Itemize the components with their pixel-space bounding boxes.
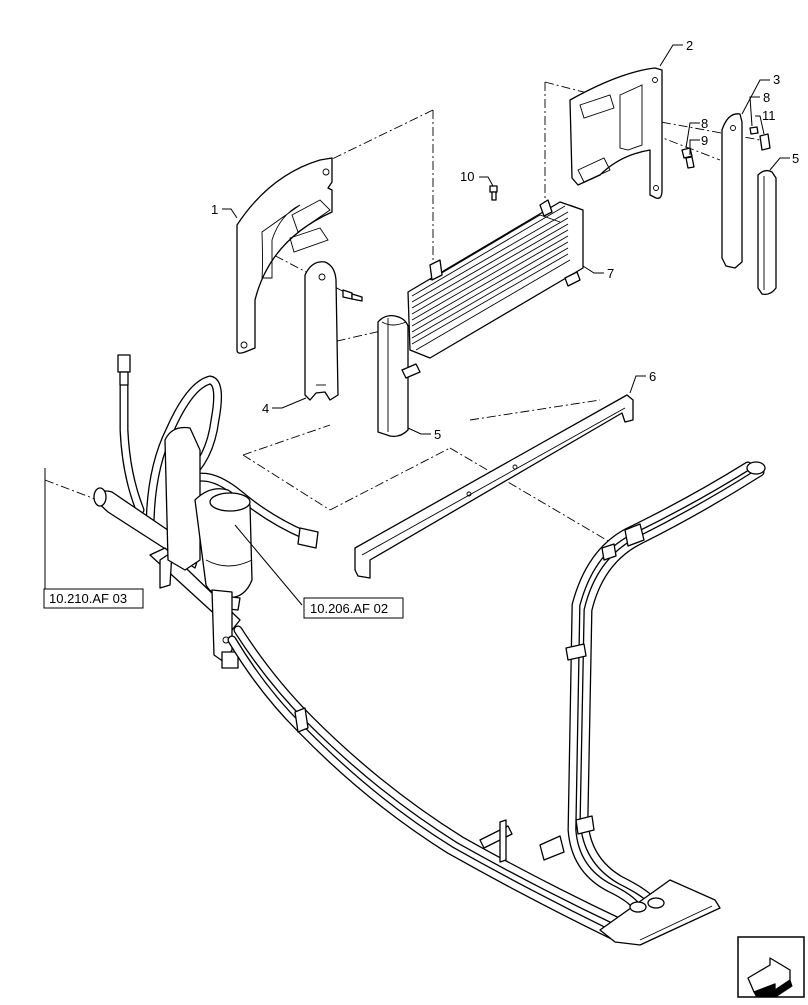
reference-label-mid[interactable]: 10.206.AF 02 xyxy=(310,601,388,616)
leader-lines xyxy=(44,44,790,606)
bracket-left xyxy=(236,157,333,354)
seal-channel-left xyxy=(377,314,409,438)
next-page-arrow-icon[interactable] xyxy=(737,936,805,998)
callout-9: 9 xyxy=(701,133,708,148)
reference-label-left[interactable]: 10.210.AF 03 xyxy=(49,591,127,606)
bracket-plate-4 xyxy=(304,261,339,401)
callout-7: 7 xyxy=(607,266,614,281)
callout-5-right: 5 xyxy=(792,151,799,166)
bracket-plate-3 xyxy=(721,113,743,269)
bottom-plate xyxy=(599,879,721,946)
seal-channel-right xyxy=(757,169,777,296)
callout-2: 2 xyxy=(686,38,693,53)
callout-4: 4 xyxy=(262,401,269,416)
bracket-right xyxy=(569,67,663,199)
lower-hose-run xyxy=(227,625,630,940)
filter-hose-assembly xyxy=(93,354,319,669)
callout-3: 3 xyxy=(773,72,780,87)
seal-strip-6 xyxy=(354,394,634,579)
oil-cooler xyxy=(401,199,584,379)
callout-11: 11 xyxy=(762,108,776,123)
hardware-right xyxy=(681,126,771,169)
callout-1: 1 xyxy=(211,202,218,217)
callout-8-right: 8 xyxy=(763,90,770,105)
reference-link-mid[interactable]: 10.206.AF 02 xyxy=(303,597,404,619)
screw-10 xyxy=(489,185,498,201)
callout-6: 6 xyxy=(649,369,656,384)
reference-link-left[interactable]: 10.210.AF 03 xyxy=(43,588,144,609)
callout-5-left: 5 xyxy=(434,427,441,442)
callout-10: 10 xyxy=(460,169,474,184)
right-hose-run xyxy=(539,461,766,917)
callout-8-left: 8 xyxy=(701,116,708,131)
bolt-left xyxy=(342,289,363,302)
